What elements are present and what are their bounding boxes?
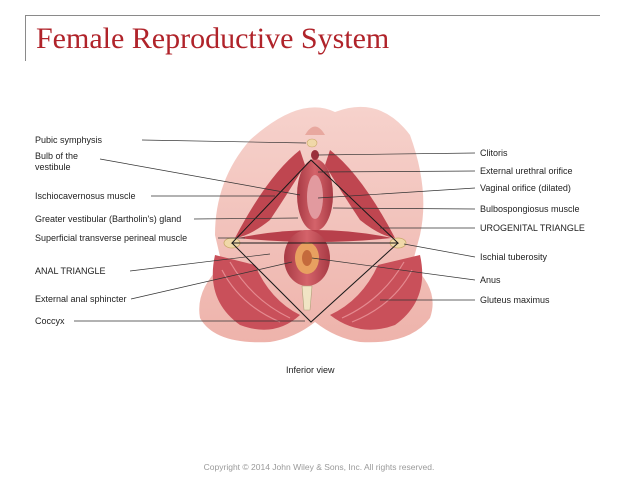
- copyright-notice: Copyright © 2014 John Wiley & Sons, Inc.…: [203, 462, 435, 472]
- page-title: Female Reproductive System: [36, 22, 390, 55]
- left-leader-lines: [74, 139, 307, 322]
- anal-sphincter: [284, 230, 330, 286]
- label-pubic-symphysis: Pubic symphysis: [35, 135, 103, 145]
- label-bulbospongiosus: Bulbospongiosus muscle: [480, 204, 580, 214]
- label-gluteus-maximus: Gluteus maximus: [480, 295, 550, 305]
- label-external-anal-sphincter: External anal sphincter: [35, 294, 127, 304]
- view-caption: Inferior view: [286, 365, 335, 375]
- pubic-symphysis: [306, 138, 318, 148]
- label-external-urethral-orifice: External urethral orifice: [480, 166, 573, 176]
- label-anus: Anus: [480, 275, 501, 285]
- coccyx-bone: [301, 285, 313, 311]
- gluteus-maximus-muscles: [212, 255, 423, 330]
- label-clitoris: Clitoris: [480, 148, 508, 158]
- top-rule: [25, 15, 600, 16]
- right-leader-lines: [311, 152, 476, 301]
- label-bulb-line1: Bulb of the: [35, 151, 78, 161]
- label-ischial-tuberosity: Ischial tuberosity: [480, 252, 548, 262]
- label-vaginal-orifice: Vaginal orifice (dilated): [480, 183, 571, 193]
- label-coccyx: Coccyx: [35, 316, 65, 326]
- label-transverse-perineal: Superficial transverse perineal muscle: [35, 233, 187, 243]
- label-bartholin-gland: Greater vestibular (Bartholin's) gland: [35, 214, 181, 224]
- label-anal-triangle: ANAL TRIANGLE: [35, 266, 106, 276]
- perineal-triangles: [230, 159, 400, 323]
- label-ischiocavernosus: Ischiocavernosus muscle: [35, 191, 136, 201]
- label-urogenital-triangle: UROGENITAL TRIANGLE: [480, 223, 585, 233]
- left-rule: [25, 15, 26, 61]
- label-bulb-line2: vestibule: [35, 162, 71, 172]
